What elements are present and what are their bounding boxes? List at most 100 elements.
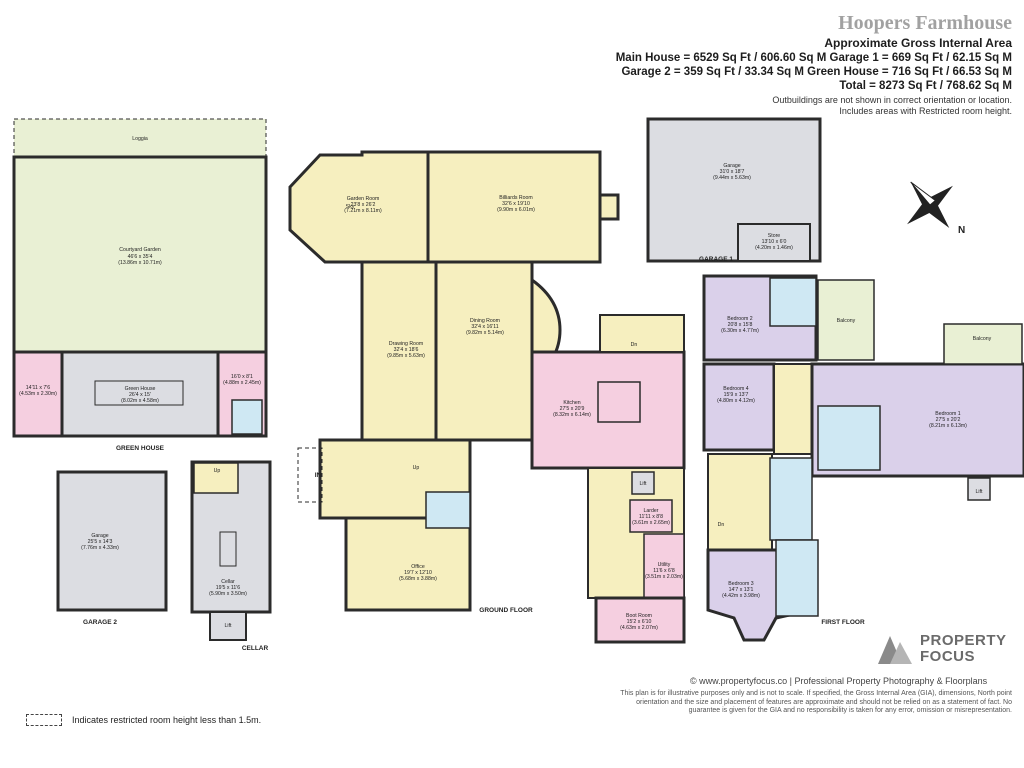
courtyard-dims: 46'6 x 35'4 [128,254,153,260]
garage2-room [56,470,168,612]
boot-room-dims: 15'2 x 6'10 [627,619,652,625]
office-name: Office [411,564,425,570]
gh-left-room [12,350,64,438]
bedroom1-name: Bedroom 1 [935,411,960,417]
ff-landing [773,363,815,455]
bedroom4-dims: 15'9 x 13'7 [724,392,749,398]
legend-text: Indicates restricted room height less th… [72,715,262,725]
drawing-dims: 32'4 x 18'6 [394,347,419,353]
bedroom1-metric: (8.21m x 6.13m) [929,423,967,429]
footer-credit: © www.propertyfocus.co | Professional Pr… [690,676,988,686]
garage2-section-label: GARAGE 2 [83,619,117,626]
bedroom3-metric: (4.42m x 3.98m) [722,593,760,599]
cellar-metric: (5.90m x 3.50m) [209,591,247,597]
store-metric: (4.20m x 1.46m) [755,245,793,251]
boot-room-metric: (4.63m x 2.07m) [620,625,658,631]
garage1-name: Garage [723,163,740,169]
billiards-room [426,150,602,264]
cloak-bath [425,491,471,529]
kitchen-island [597,381,641,423]
gh-right-metric: (4.88m x 2.45m) [223,380,261,386]
gia-subtitle: Approximate Gross Internal Area [824,36,1012,50]
billiards-bay [598,193,620,221]
garage1-metric: (9.44m x 5.63m) [713,175,751,181]
disclaimer: This plan is for illustrative purposes o… [620,690,1012,714]
billiards-name: Billiards Room [499,195,532,201]
loggia-area [13,118,267,158]
compass-n: N [958,225,965,236]
utility-metric: (3.51m x 2.03m) [645,574,683,580]
courtyard-label: Courtyard Garden [119,247,161,253]
bedroom4-metric: (4.80m x 4.12m) [717,398,755,404]
green-house-section-label: GREEN HOUSE [116,445,165,452]
cellar-section-label: CELLAR [242,645,269,652]
restricted-height-swatch [26,714,62,726]
ff-lift-label: Lift [976,489,983,495]
ff-lift [967,477,991,501]
back-stair [599,314,685,353]
in-label: IN [315,472,322,479]
dining-metric: (9.82m x 5.14m) [466,330,504,336]
garage2-name: Garage [91,533,108,539]
gf-lift-label: Lift [640,481,647,487]
boot-room [594,596,686,644]
dining-room [434,260,534,442]
logo-mark-icon [878,636,912,664]
garage2-metric: (7.76m x 4.33m) [81,545,119,551]
balcony2-label: Balcony [837,318,856,324]
property-focus-logo: PROPERTY FOCUS [876,632,1007,666]
bedroom3-name: Bedroom 3 [728,581,753,587]
room-labels: Loggia Courtyard Garden 46'6 x 35'4 (13.… [19,136,992,652]
billiards-metric: (9.90m x 6.01m) [497,207,535,213]
utility-dims: 11'6 x 6'8 [653,568,675,574]
bedroom1-ensuite [817,405,881,471]
store-room [737,223,811,262]
balcony-2 [817,279,875,361]
cellar-name: Cellar [221,579,235,585]
utility-name: Utility [658,562,671,568]
courtyard-metric: (13.86m x 10.71m) [118,260,162,266]
first-floor-label: FIRST FLOOR [821,619,865,626]
office-dims: 19'7 x 12'10 [404,570,432,576]
note-outbuildings: Outbuildings are not shown in correct or… [772,95,1012,105]
larder-metric: (3.61m x 2.65m) [632,520,670,526]
boot-room-name: Boot Room [626,613,652,619]
compass-icon [907,181,953,228]
drawing-metric: (9.85m x 5.63m) [387,353,425,359]
gh-left-metric: (4.53m x 2.30m) [19,391,57,397]
office-metric: (5.68m x 3.88m) [399,576,437,582]
loggia-label: Loggia [132,136,148,142]
larder-room [629,499,673,533]
bedroom1-dims: 27'5 x 20'2 [936,417,961,423]
garden-room-metric: (7.21m x 8.11m) [344,208,382,214]
cellar-up: Up [214,468,221,474]
bedroom4-room [702,362,776,452]
note-restricted: Includes areas with Restricted room heig… [839,106,1012,116]
sky-label: Sky [346,204,355,210]
cellar-up-stair [193,462,239,494]
store-name: Store [768,233,781,239]
gh-bath [231,399,263,435]
cellar-table [219,531,237,567]
larder-name: Larder [644,508,659,514]
back-stair-dn: Dn [631,342,638,348]
cellar-dims: 19'5 x 11'6 [216,585,240,591]
dining-name: Dining Room [470,318,500,324]
balcony1-label: Balcony [973,336,992,342]
bedroom2-dims: 20'8 x 15'8 [728,322,753,328]
porch [297,447,323,503]
hall-up: Up [413,465,420,471]
bedroom3-dims: 14'7 x 13'1 [729,587,754,593]
larder-dims: 11'11 x 8'8 [639,514,663,520]
garage2-dims: 25'5 x 14'3 [88,539,113,545]
area-line-total: Total = 8273 Sq Ft / 768.62 Sq M [839,80,1012,92]
green-house-metric: (8.02m x 4.58m) [121,398,159,404]
balcony-1 [943,323,1023,365]
ff-bath [769,457,813,541]
cellar-lift [209,611,247,641]
store-dims: 13'10 x 6'0 [762,239,787,245]
bedroom2-metric: (6.30m x 4.77m) [721,328,759,334]
kitchen-dims: 27'5 x 20'9 [560,406,585,412]
garage1-dims: 31'0 x 18'7 [720,169,745,175]
